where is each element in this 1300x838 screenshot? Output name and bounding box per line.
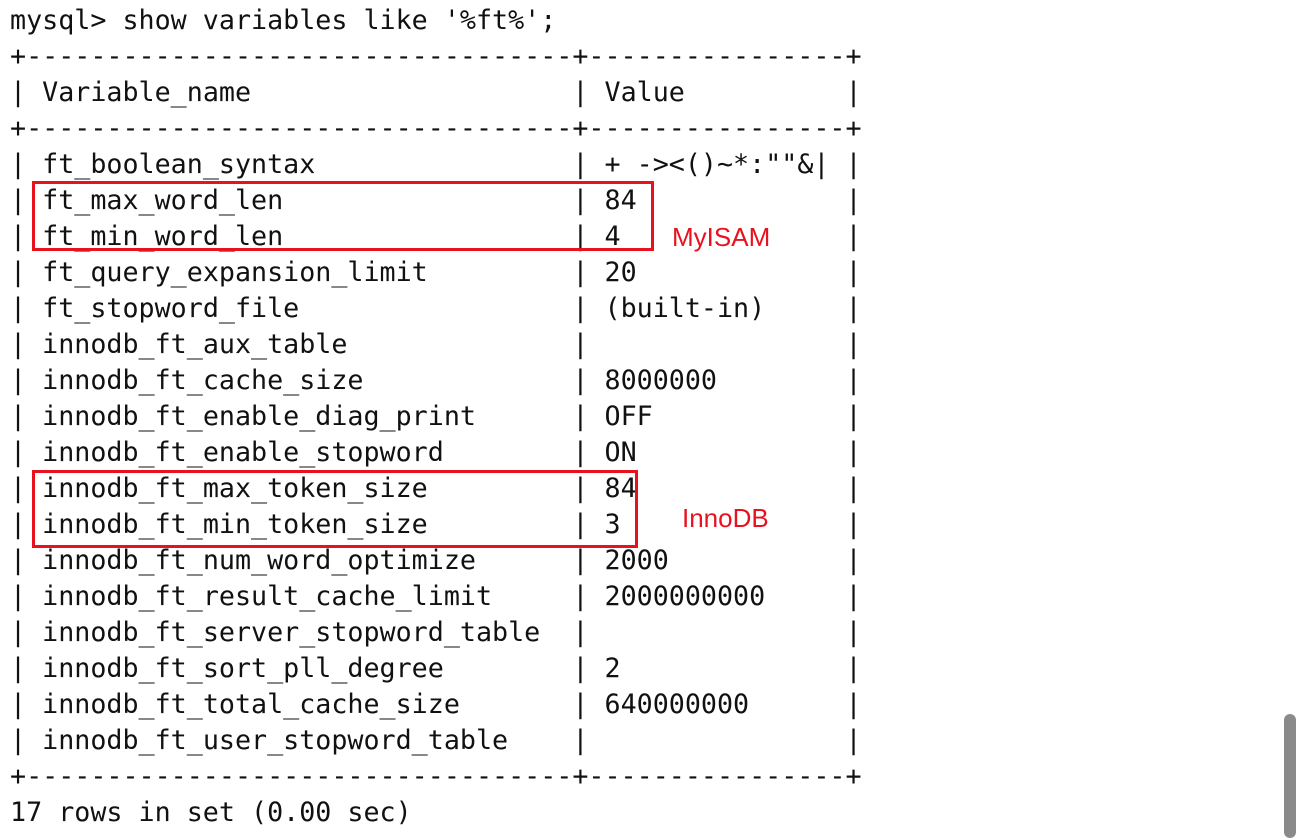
table-header: | Variable_name | Value | [10, 77, 862, 108]
scrollbar-thumb[interactable] [1284, 714, 1296, 838]
variable-name-cell: innodb_ft_sort_pll_degree [42, 653, 444, 684]
table-row: | innodb_ft_result_cache_limit | 2000000… [10, 581, 862, 612]
header-name-cell: Variable_name [42, 77, 252, 108]
variable-name-cell: innodb_ft_num_word_optimize [42, 545, 476, 576]
header-value-cell: Value [604, 77, 685, 108]
variable-value-cell: 640000000 [604, 689, 750, 720]
variable-value-cell: 2000 [604, 545, 669, 576]
table-row: | ft_query_expansion_limit | 20 | [10, 257, 862, 288]
variable-name-cell: ft_boolean_syntax [42, 149, 316, 180]
variable-name-cell: innodb_ft_cache_size [42, 365, 364, 396]
table-row: | innodb_ft_num_word_optimize | 2000 | [10, 545, 862, 576]
variable-value-cell: 3 [604, 509, 621, 540]
variable-value-cell: 8000000 [604, 365, 717, 396]
variable-name-cell: ft_min_word_len [42, 221, 284, 252]
variable-value-cell: 20 [604, 257, 637, 288]
myisam-annotation: MyISAM [672, 222, 771, 252]
variable-name-cell: innodb_ft_server_stopword_table [42, 617, 541, 648]
innodb-annotation: InnoDB [682, 503, 769, 533]
variable-name-cell: ft_max_word_len [42, 185, 284, 216]
variable-name-cell: innodb_ft_aux_table [42, 329, 348, 360]
innodb-highlight-box [32, 470, 638, 548]
table-row: | ft_max_word_len | 84 | [10, 185, 862, 216]
table-row: | ft_min_word_len | 4 | [10, 221, 862, 252]
variable-value-cell: ON [604, 437, 637, 468]
table-row: | innodb_ft_user_stopword_table | | [10, 725, 862, 756]
table-row: | innodb_ft_max_token_size | 84 | [10, 473, 862, 504]
table-row: | innodb_ft_cache_size | 8000000 | [10, 365, 862, 396]
table-border-top: +----------------------------------+----… [10, 41, 862, 72]
variable-name-cell: ft_query_expansion_limit [42, 257, 428, 288]
variable-value-cell: 4 [604, 221, 621, 252]
table-border-bottom: +----------------------------------+----… [10, 761, 862, 792]
variable-name-cell: innodb_ft_result_cache_limit [42, 581, 493, 612]
variable-value-cell: 84 [604, 473, 637, 504]
variable-name-cell: ft_stopword_file [42, 293, 300, 324]
variable-name-cell: innodb_ft_enable_diag_print [42, 401, 476, 432]
variable-name-cell: innodb_ft_min_token_size [42, 509, 428, 540]
result-summary: 17 rows in set (0.00 sec) [10, 797, 412, 828]
table-row: | ft_stopword_file | (built-in) | [10, 293, 862, 324]
table-row: | innodb_ft_aux_table | | [10, 329, 862, 360]
table-row: | innodb_ft_total_cache_size | 640000000… [10, 689, 862, 720]
table-row: | innodb_ft_server_stopword_table | | [10, 617, 862, 648]
variable-value-cell: 84 [604, 185, 637, 216]
table-row: | innodb_ft_enable_stopword | ON | [10, 437, 862, 468]
table-row: | innodb_ft_sort_pll_degree | 2 | [10, 653, 862, 684]
table-row: | ft_boolean_syntax | + -><()~*:""&| | [10, 149, 862, 180]
variable-name-cell: innodb_ft_total_cache_size [42, 689, 460, 720]
variable-value-cell: (built-in) [604, 293, 766, 324]
myisam-highlight-box [32, 181, 654, 251]
variable-name-cell: innodb_ft_user_stopword_table [42, 725, 509, 756]
command-line: mysql> show variables like '%ft%'; [10, 5, 557, 36]
variable-name-cell: innodb_ft_max_token_size [42, 473, 428, 504]
variable-value-cell: OFF [604, 401, 653, 432]
table-row: | innodb_ft_min_token_size | 3 | [10, 509, 862, 540]
variable-value-cell: 2 [604, 653, 621, 684]
table-border-header: +----------------------------------+----… [10, 113, 862, 144]
variable-value-cell: 2000000000 [604, 581, 766, 612]
variable-value-cell: + -><()~*:""&| [604, 149, 830, 180]
table-row: | innodb_ft_enable_diag_print | OFF | [10, 401, 862, 432]
variable-name-cell: innodb_ft_enable_stopword [42, 437, 444, 468]
